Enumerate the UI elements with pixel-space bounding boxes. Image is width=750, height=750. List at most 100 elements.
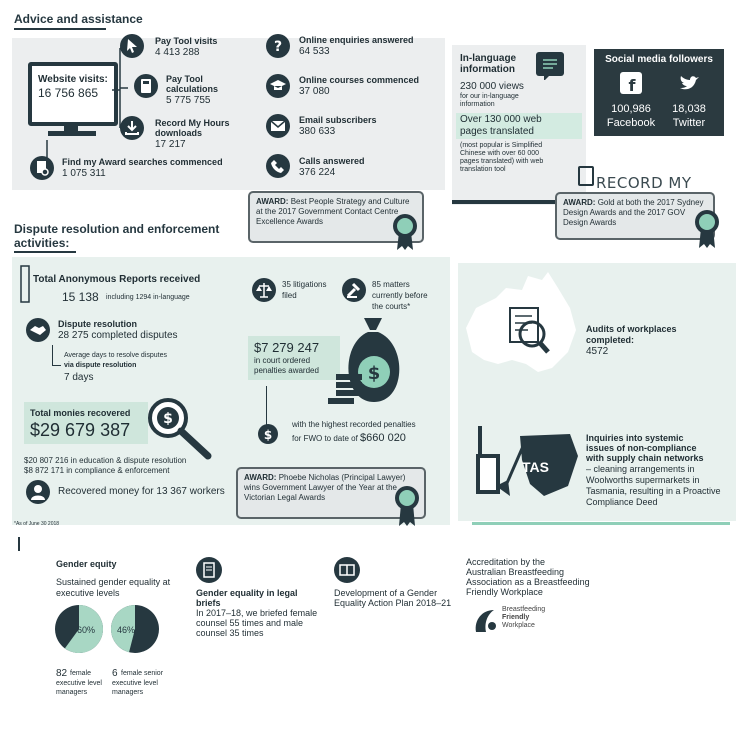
workers-value: Recovered money for 13 367 workers [58, 486, 225, 497]
avg-label2: via dispute resolution [64, 362, 137, 369]
legal-title1: Gender equality in legal [196, 588, 298, 598]
dr-value: 28 275 completed disputes [58, 330, 178, 341]
svg-text:$: $ [264, 428, 272, 442]
pages-line2: pages translated [460, 126, 534, 137]
note4: translation tool [460, 166, 506, 173]
record-hours-value: 17 217 [155, 139, 186, 150]
phone-icon [266, 154, 290, 178]
cap1-text3: managers [56, 689, 88, 696]
lawyer-award-text: Phoebe Nicholas (Principal Lawyer) wins … [244, 473, 406, 502]
tasmania-cleaning-icon [476, 426, 578, 496]
legal-text1: In 2017–18, we briefed female [196, 608, 318, 618]
twitter-label: Twitter [672, 117, 706, 129]
monies-value: $29 679 387 [30, 420, 131, 440]
in-language-bar [452, 200, 586, 204]
facebook-value: 100,986 [611, 103, 651, 115]
chat-bubble-icon [536, 52, 564, 81]
matters2: currently before [372, 291, 428, 300]
gender-desc1: Sustained gender equality at [56, 577, 171, 587]
pie-chart-1: 60% [55, 605, 103, 653]
penalties-box [248, 336, 340, 380]
connector-line-down [46, 140, 48, 158]
social-title: Social media followers [605, 54, 713, 65]
pay-tool-visits-value: 4 413 288 [155, 47, 200, 58]
monitor-stand [64, 124, 78, 132]
monitor-base [48, 131, 96, 136]
calls-label: Calls answered [299, 156, 365, 166]
dispute-title1: Dispute resolution and enforcement [14, 222, 220, 236]
accred2: Australian Breastfeeding [466, 567, 565, 577]
audits-value: 4572 [586, 346, 609, 357]
in-language-title1: In-language [460, 53, 517, 64]
pie1-label: 60% [77, 625, 95, 635]
plan2: Equality Action Plan 2018–21 [334, 598, 452, 608]
gender-connector [18, 537, 20, 551]
lawyer-award: AWARD: Phoebe Nicholas (Principal Lawyer… [236, 467, 426, 519]
pay-tool-visits-label: Pay Tool visits [155, 36, 218, 46]
pie2-slice [110, 605, 135, 653]
breastfeeding-logo-icon [475, 610, 496, 632]
email-value: 380 633 [299, 126, 336, 137]
note1: (most popular is Simplified [460, 142, 543, 149]
legal-document-icon [196, 557, 222, 583]
footnote: *As of June 30 2018 [14, 521, 60, 527]
svg-text:$: $ [163, 411, 173, 427]
question-icon: ? [266, 34, 290, 58]
pages-highlight [456, 113, 582, 139]
calls-value: 376 224 [299, 167, 336, 178]
legal-text2: counsel 55 times and male [196, 618, 304, 628]
design-award-prefix: AWARD: [563, 198, 596, 207]
edu-value: $20 807 216 in education & dispute resol… [24, 456, 187, 465]
contact-centre-award: AWARD: Best People Strategy and Culture … [248, 191, 424, 243]
download-icon [120, 116, 144, 140]
lawyer-award-prefix: AWARD: [244, 473, 277, 482]
avg-label1: Average days to resolve disputes [64, 352, 167, 359]
anon-label: Total Anonymous Reports received [33, 274, 201, 285]
inq6: Tasmania, resulting in a Proactive [586, 486, 721, 496]
money-bag-icon: $ [328, 318, 400, 404]
ribbon-icon [393, 214, 417, 250]
svg-text:$: $ [368, 363, 381, 384]
cap1-text2: executive level [56, 680, 102, 687]
svg-text:?: ? [274, 39, 282, 55]
dr-connector [52, 345, 61, 366]
facebook-label: Facebook [606, 117, 656, 129]
advice-title-underline [14, 28, 106, 30]
design-award-text: Gold at both the 2017 Sydney Design Awar… [563, 198, 704, 227]
envelope-icon [266, 114, 290, 138]
plan1: Development of a Gender [334, 588, 438, 598]
bf-logo3: Workplace [502, 622, 535, 629]
monies-label: Total monies recovered [30, 408, 131, 418]
email-label: Email subscribers [299, 115, 377, 125]
pay-tool-calc-value: 5 775 755 [166, 95, 211, 106]
legal-title2: briefs [196, 598, 221, 608]
social-panel [594, 49, 724, 136]
note2: Chinese with over 60 000 [460, 150, 539, 157]
audits-label1: Audits of workplaces [586, 324, 677, 334]
inq1: Inquiries into systemic [586, 433, 684, 443]
highest2: for FWO to date of [292, 434, 358, 443]
find-award-label: Find my Award searches commenced [62, 157, 223, 167]
monies-box [24, 402, 148, 444]
twitter-value: 18,038 [672, 103, 706, 115]
legal-text3: counsel 35 times [196, 628, 264, 638]
highest1: with the highest recorded penalties [292, 420, 416, 429]
record-hours-label1: Record My Hours [155, 118, 230, 128]
avg-value: 7 days [64, 372, 94, 383]
dispute-underline [14, 251, 76, 253]
anon-note: including 1294 in-language [106, 294, 190, 301]
calculator-icon [134, 74, 158, 98]
inq5: Woolworths supermarkets in [586, 475, 700, 485]
audits-bottom-bar [472, 522, 730, 525]
award-text: Best People Strategy and Culture at the … [256, 197, 410, 226]
inq7: Compliance Deed [586, 497, 658, 507]
phone-device-icon [578, 166, 594, 186]
enquiries-value: 64 533 [299, 46, 330, 57]
bf-logo1: Breastfeeding [502, 606, 546, 613]
gavel-icon [342, 278, 366, 302]
website-value: 16 756 865 [38, 86, 99, 100]
scroll-icon [20, 265, 30, 303]
accred4: Friendly Workplace [466, 587, 543, 597]
facebook-icon: f [620, 72, 642, 95]
design-award: AWARD: Gold at both the 2017 Sydney Desi… [555, 192, 715, 240]
